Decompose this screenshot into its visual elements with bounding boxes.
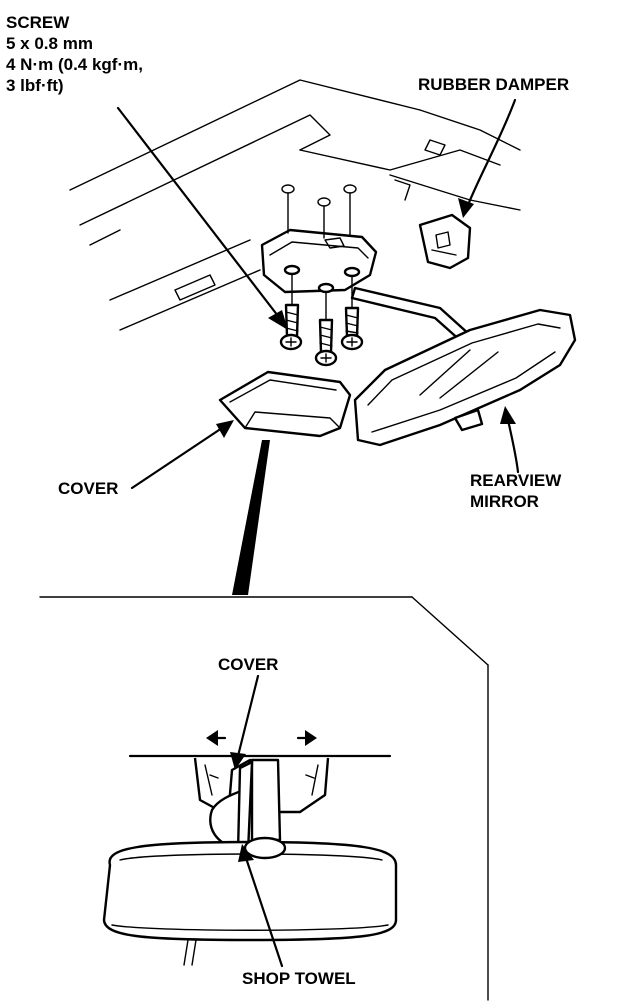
rubber-damper (418, 213, 472, 270)
rearview-mirror (353, 308, 577, 447)
leader-arrows-detail (230, 674, 284, 968)
screws (279, 303, 364, 367)
screw-label-title: SCREW (6, 13, 70, 32)
rearview-mirror-label: REARVIEW MIRROR (470, 470, 561, 512)
screw-label-torque-imperial: 3 lbf·ft) (6, 76, 64, 95)
shop-towel-label: SHOP TOWEL (242, 969, 356, 988)
detail-inset-frame (39, 596, 489, 1001)
rubber-damper-label: RUBBER DAMPER (418, 75, 570, 94)
roof-screw-holes (281, 184, 357, 321)
screw-label-torque: 4 N·m (0.4 kgf·m, (6, 55, 143, 74)
rearview-mirror-label-line1: REARVIEW (470, 471, 562, 490)
cover-part (218, 370, 352, 438)
screw-label-size: 5 x 0.8 mm (6, 34, 93, 53)
detail-callout-wedge (232, 440, 270, 595)
screw-callout-label: SCREW 5 x 0.8 mm 4 N·m (0.4 kgf·m, 3 lbf… (6, 12, 143, 96)
cover-label: COVER (58, 479, 119, 498)
detail-illustration (102, 730, 398, 966)
leader-arrows-upper (116, 98, 520, 490)
cover-detail-label: COVER (218, 655, 279, 674)
headliner-outline (69, 79, 521, 331)
rearview-mirror-label-line2: MIRROR (470, 492, 539, 511)
mirror-mount-bracket (260, 228, 472, 344)
